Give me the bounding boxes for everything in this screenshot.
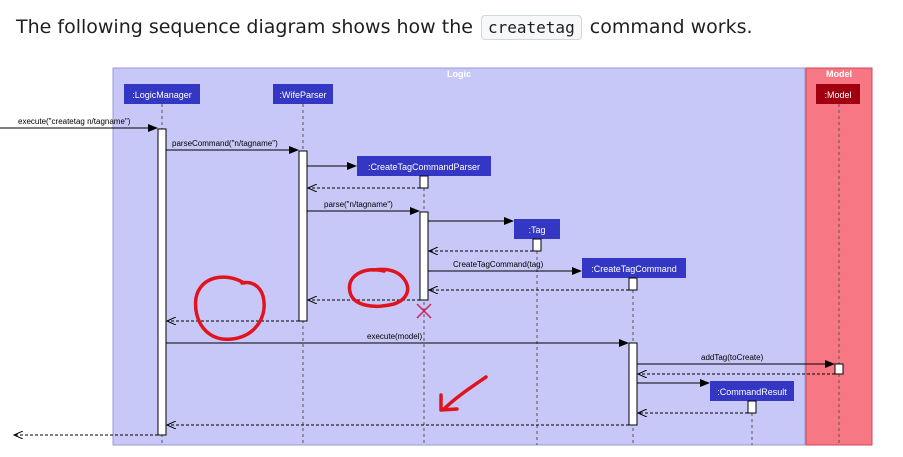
annotations	[193, 267, 488, 412]
participant-model-label: :Model	[824, 90, 851, 100]
activation-logic-manager	[157, 128, 167, 436]
participant-tag: :Tag	[514, 219, 560, 239]
annotation-arrow-head-icon	[439, 393, 459, 412]
participant-create-tag-command-label: :CreateTagCommand	[591, 264, 677, 274]
participant-wife-parser-label: :WifeParser	[279, 90, 326, 100]
participant-logic-manager-label: :LogicManager	[132, 90, 192, 100]
command-code: createtag	[481, 15, 582, 40]
logic-frame	[112, 67, 806, 446]
activation-command-result	[747, 400, 757, 414]
activation-model	[834, 363, 844, 375]
participant-create-tag-command-parser-label: :CreateTagCommandParser	[368, 162, 480, 172]
logic-frame-label: Logic	[447, 69, 471, 79]
participant-logic-manager: :LogicManager	[124, 84, 200, 104]
msg-add-tag-label: addTag(toCreate)	[701, 353, 764, 362]
participant-tag-label: :Tag	[528, 225, 545, 235]
page-heading: The following sequence diagram shows how…	[16, 15, 753, 40]
model-frame-label: Model	[826, 69, 852, 79]
message-labels: execute("createtag n/tagname") parseComm…	[18, 117, 764, 362]
activation-create-tag-command-2	[628, 342, 638, 426]
participant-model: :Model	[816, 84, 860, 104]
participant-command-result-label: :CommandResult	[717, 387, 787, 397]
activation-tag	[532, 238, 542, 252]
heading-text-before: The following sequence diagram shows how…	[16, 16, 473, 38]
activation-create-tag-command-parser-2	[419, 211, 429, 301]
participant-create-tag-command-parser: :CreateTagCommandParser	[357, 156, 491, 176]
participant-wife-parser: :WifeParser	[273, 84, 333, 104]
msg-create-tag-command-label: CreateTagCommand(tag)	[453, 260, 544, 269]
msg-execute-call-label: execute("createtag n/tagname")	[18, 117, 131, 126]
annotation-arrow-icon	[442, 375, 488, 411]
destroy-x-icon	[416, 303, 432, 319]
annotation-circle-left	[193, 275, 266, 341]
activation-bars	[157, 128, 844, 436]
participant-command-result: :CommandResult	[710, 381, 794, 401]
annotation-circle-middle	[347, 267, 410, 308]
msg-parse-command-label: parseCommand("n/tagname")	[172, 139, 278, 148]
activation-create-tag-command-1	[628, 277, 638, 291]
activation-wife-parser	[298, 150, 308, 322]
msg-execute-model-label: execute(model)	[367, 332, 422, 341]
activation-create-tag-command-parser-1	[419, 175, 429, 189]
participant-create-tag-command: :CreateTagCommand	[582, 258, 686, 278]
messages	[0, 124, 835, 435]
msg-parse-label: parse("n/tagname")	[324, 200, 393, 209]
heading-text-after: command works.	[589, 16, 753, 38]
